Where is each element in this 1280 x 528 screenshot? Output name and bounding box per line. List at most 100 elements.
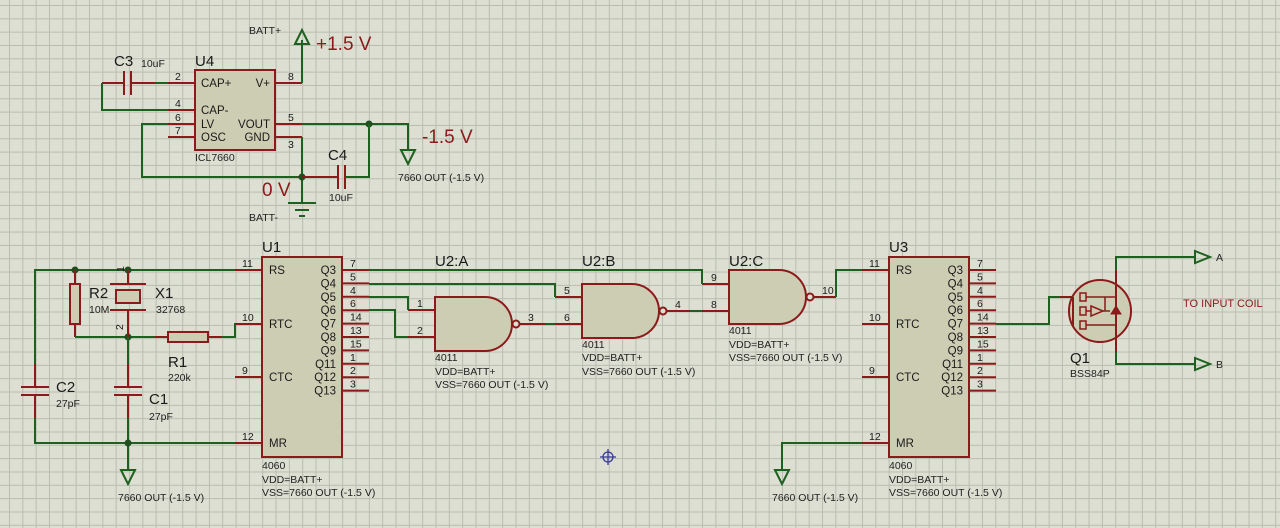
u1-4060[interactable]: U1 4060 VDD=BATT+ VSS=7660 OUT (-1.5 V) … [235,239,375,499]
c2-value: 27pF [56,398,80,410]
u4-pin-label: GND [244,132,270,144]
vout-net-label: 7660 OUT (-1.5 V) [118,492,204,504]
wire [996,296,1060,325]
wire [1115,256,1195,270]
u2b-body[interactable] [581,283,660,339]
u1-pin-number: 4 [350,285,356,297]
u3-pin-number: 5 [977,271,983,283]
u2c-nand-gate[interactable]: 9 8 10 U2:C 4011 VDD=BATT+ VSS=7660 OUT … [702,253,842,364]
c3-capacitor[interactable]: C3 10uF [102,53,165,95]
u1-body[interactable] [261,256,343,458]
u2c-body[interactable] [728,269,807,325]
u2a-reference: U2:A [435,253,468,270]
r1-reference: R1 [168,354,187,371]
u1-pin-number: 10 [242,312,254,324]
u1-pin-number: 12 [242,431,254,443]
u3-pin-number: 3 [977,379,983,391]
ground-symbol[interactable] [288,202,316,217]
u1-pin-number: 11 [242,258,253,270]
r2-resistor[interactable]: R2 10M [69,270,109,337]
vout-ground-terminal[interactable] [119,469,137,487]
u3-pin-label: Q12 [941,372,963,384]
u1-pin-number: 3 [350,379,356,391]
u3-pin-label: Q7 [948,319,963,331]
wire [101,83,168,111]
u4-icl7660[interactable]: CAP+ CAP- LV OSC V+ VOUT GND 2 4 6 7 8 5… [168,53,302,164]
output-b-terminal[interactable] [1194,356,1213,372]
u3-pin-number: 14 [977,312,989,324]
u2a-nand-gate[interactable]: 1 2 3 U2:A 4011 VDD=BATT+ VSS=7660 OUT (… [408,253,548,391]
batt-minus-label: BATT- [249,212,278,224]
u1-pin-label: Q3 [321,265,336,277]
u3-pin-label: Q5 [948,292,963,304]
x1-crystal[interactable]: 1 2 X1 32768 [110,266,185,337]
q1-arrow-icon [1090,304,1105,318]
u4-pin-number: 7 [175,125,181,137]
wire [34,418,238,444]
u3-pin-number: 2 [977,365,983,377]
u2b-pin-number: 5 [564,285,570,297]
u1-pin-number: 14 [350,312,362,324]
u4-value: ICL7660 [195,152,235,164]
u1-pin-number: 13 [350,325,362,337]
u1-pin-label: Q9 [321,345,336,357]
u1-pin-label: Q12 [314,372,336,384]
u2c-value: 4011 [729,325,752,337]
u3-value: 4060 [889,460,913,472]
batt-plus-power-terminal[interactable] [293,27,311,45]
u3-pin-label: RTC [896,319,919,331]
wire [345,124,370,178]
vout-ground-terminal[interactable] [773,469,791,487]
c1-value: 27pF [149,411,173,423]
q1-mosfet[interactable]: Q1 BSS84P [1060,270,1132,380]
output-a-terminal[interactable] [1194,249,1213,265]
q1-reference: Q1 [1070,350,1090,367]
u3-pin-number: 7 [977,258,983,270]
c1-capacitor[interactable]: C1 27pF [114,337,173,423]
u2b-pin-number: 4 [675,299,681,311]
u1-pin-number: 5 [350,271,356,283]
wire [141,123,302,178]
u1-pin-label: Q13 [314,386,336,398]
u4-pin-number: 4 [175,98,181,110]
u1-vss: VSS=7660 OUT (-1.5 V) [262,487,375,499]
u1-pin-number: 15 [350,338,362,350]
u1-pin-label: RS [269,265,285,277]
u2c-inversion-bubble [805,292,815,302]
u3-pin-number: 6 [977,298,983,310]
r1-resistor[interactable]: R1 220k [155,331,222,384]
u2a-pin-number: 2 [417,325,423,337]
u2a-pin-number: 3 [528,312,534,324]
u1-pin-label: Q11 [315,359,336,371]
u3-body[interactable] [888,256,970,458]
wire [369,283,556,297]
u1-pin-number: 9 [242,365,248,377]
wire [369,296,409,310]
c2-capacitor[interactable]: C2 27pF [21,364,80,418]
u1-pin-label: Q6 [321,305,336,317]
q1-body[interactable] [1068,279,1132,343]
u2b-value: 4011 [582,339,605,351]
u2c-pin-number: 10 [822,285,834,297]
c4-capacitor[interactable]: C4 10uF [302,147,353,204]
u1-reference: U1 [262,239,281,256]
u3-4060[interactable]: U3 4060 VDD=BATT+ VSS=7660 OUT (-1.5 V) … [862,239,1002,499]
x1-pin-number: 2 [114,324,126,330]
u3-pin-number: 12 [869,431,881,443]
u2b-pin-number: 6 [564,312,570,324]
c3-value: 10uF [141,58,165,70]
u4-pin-label: V+ [256,78,271,90]
u3-pin-label: Q3 [948,265,963,277]
vout-ground-terminal[interactable] [399,149,417,167]
junction [124,439,132,447]
u3-vss: VSS=7660 OUT (-1.5 V) [889,487,1002,499]
u3-pin-label: Q9 [948,345,963,357]
u2a-body[interactable] [434,296,513,352]
c4-value: 10uF [329,192,353,204]
wire [835,269,862,297]
batt-plus-label: BATT+ [249,25,281,37]
u1-pin-number: 2 [350,365,356,377]
u2b-nand-gate[interactable]: 5 6 4 U2:B 4011 VDD=BATT+ VSS=7660 OUT (… [555,253,695,378]
u2b-vdd: VDD=BATT+ [582,352,643,364]
